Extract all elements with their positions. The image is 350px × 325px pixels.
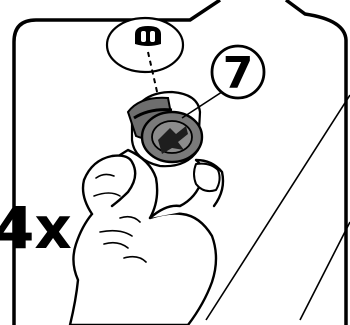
quantity-label: 4x <box>0 194 72 262</box>
pilot-hole-slot-right <box>150 31 155 42</box>
step-number-callout: 7 <box>212 46 264 99</box>
thumbnail <box>194 164 220 192</box>
hand-illustration <box>70 150 223 325</box>
step-number-label: 7 <box>223 48 254 99</box>
panel-edges <box>206 95 350 320</box>
hole-detail <box>107 18 183 72</box>
pilot-hole <box>135 26 161 46</box>
pilot-hole-slot-left <box>141 31 146 42</box>
